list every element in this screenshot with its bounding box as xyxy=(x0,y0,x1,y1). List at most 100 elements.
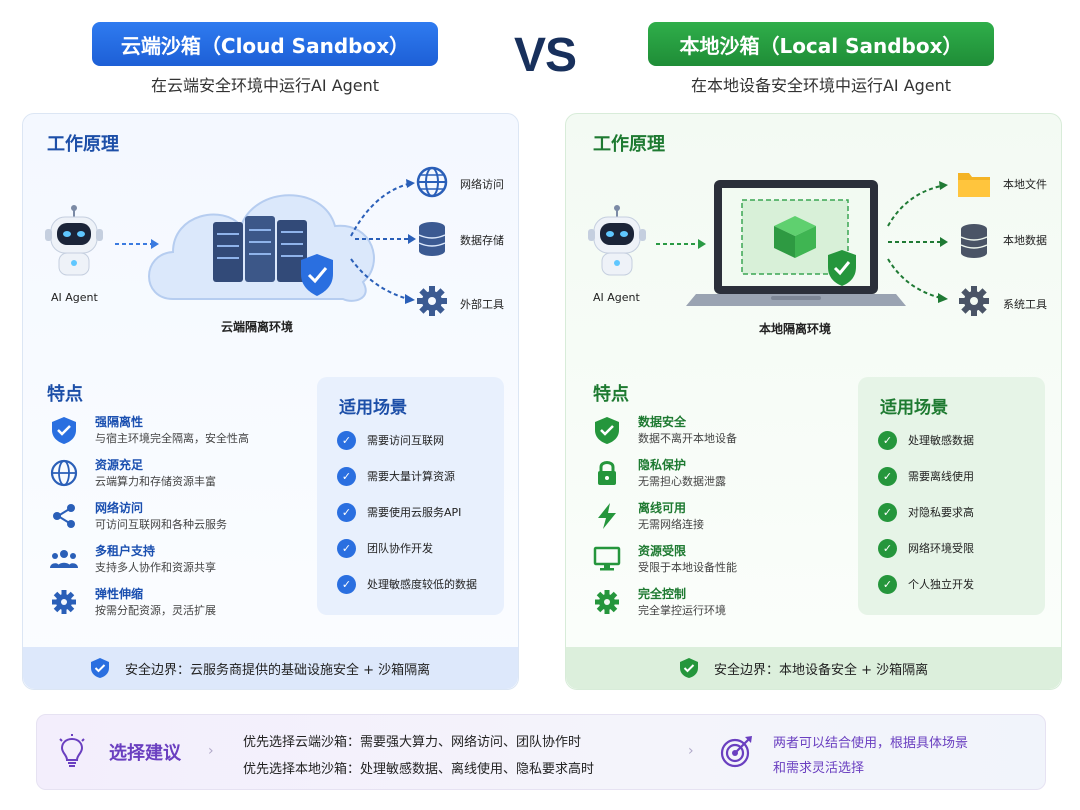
scenario-item: ✓需要大量计算资源 xyxy=(337,465,455,487)
chevron-right-icon: › xyxy=(688,743,694,759)
target-icon xyxy=(720,736,752,768)
shield-check-icon xyxy=(52,417,76,444)
local-sandbox-header: 本地沙箱（Local Sandbox） xyxy=(648,22,994,66)
scenario-item: ✓对隐私要求高 xyxy=(878,501,974,523)
feature-title: 网络访问 xyxy=(95,501,144,515)
local-sandbox-subtitle: 在本地设备安全环境中运行AI Agent xyxy=(690,76,952,95)
feature-title: 资源充足 xyxy=(95,458,144,472)
feature-desc: 可访问互联网和各种云服务 xyxy=(95,518,227,531)
check-icon: ✓ xyxy=(878,430,897,450)
cloud-diagram: AI Agent 云端隔离环境 网络访问 数据存储 外部工具 xyxy=(23,114,520,364)
feature-item: 资源受限 受限于本地设备性能 xyxy=(588,542,858,585)
system-gear-icon xyxy=(959,286,989,316)
feature-desc: 数据不离开本地设备 xyxy=(638,432,737,445)
local-target-tools: 系统工具 xyxy=(1003,298,1047,311)
lock-icon xyxy=(598,461,616,485)
cloud-target-tools: 外部工具 xyxy=(460,298,504,311)
shield-check-icon xyxy=(680,658,698,678)
shield-check-icon xyxy=(91,658,109,678)
cloud-features-title: 特点 xyxy=(47,384,83,405)
vs-label: VS xyxy=(513,29,577,82)
feature-title: 隐私保护 xyxy=(638,458,687,472)
chevron-right-icon: › xyxy=(208,743,214,759)
feature-item: 多租户支持 支持多人协作和资源共享 xyxy=(45,542,315,585)
feature-title: 多租户支持 xyxy=(95,544,156,558)
local-boundary-text: 安全边界：本地设备安全 + 沙箱隔离 xyxy=(714,662,929,678)
feature-item: 离线可用 无需网络连接 xyxy=(588,499,858,542)
suggestion-cloud: 优先选择云端沙箱：需要强大算力、网络访问、团队协作时 xyxy=(243,735,582,750)
shield-check-icon xyxy=(301,254,333,296)
scenario-item: ✓需要访问互联网 xyxy=(337,429,444,451)
feature-desc: 与宿主环境完全隔离，安全性高 xyxy=(95,432,249,445)
scenario-item: ✓处理敏感度较低的数据 xyxy=(337,573,477,595)
server-rack-icon xyxy=(213,216,307,282)
feature-desc: 受限于本地设备性能 xyxy=(638,561,737,574)
feature-item: 数据安全 数据不离开本地设备 xyxy=(588,413,858,456)
robot-icon xyxy=(45,205,103,276)
cloud-features-list: 强隔离性 与宿主环境完全隔离，安全性高 资源充足 云端算力和存储资源丰富 网络访… xyxy=(45,413,315,628)
suggestion-title: 选择建议 xyxy=(109,743,181,764)
database-icon xyxy=(960,224,988,258)
cloud-agent-label: AI Agent xyxy=(51,291,98,304)
database-icon xyxy=(418,222,446,256)
cloud-target-storage: 数据存储 xyxy=(460,234,504,247)
check-icon: ✓ xyxy=(878,574,897,594)
check-icon: ✓ xyxy=(337,538,356,558)
scenario-item: ✓网络环境受限 xyxy=(878,537,974,559)
feature-desc: 支持多人协作和资源共享 xyxy=(95,561,216,574)
feature-item: 完全控制 完全掌控运行环境 xyxy=(588,585,858,628)
cloud-scenarios-title: 适用场景 xyxy=(339,398,407,418)
check-icon: ✓ xyxy=(878,466,897,486)
feature-desc: 无需担心数据泄露 xyxy=(638,475,726,488)
shield-check-icon xyxy=(595,417,619,444)
feature-item: 资源充足 云端算力和存储资源丰富 xyxy=(45,456,315,499)
tools-gear-icon xyxy=(417,286,447,316)
local-security-boundary: 安全边界：本地设备安全 + 沙箱隔离 xyxy=(566,647,1061,689)
shield-check-icon xyxy=(828,250,856,286)
cloud-target-network: 网络访问 xyxy=(460,178,504,191)
check-icon: ✓ xyxy=(337,574,356,594)
folder-icon xyxy=(958,173,990,197)
feature-title: 数据安全 xyxy=(638,415,687,429)
feature-item: 隐私保护 无需担心数据泄露 xyxy=(588,456,858,499)
feature-title: 离线可用 xyxy=(638,501,687,515)
feature-desc: 完全掌控运行环境 xyxy=(638,604,726,617)
suggestion-bar: 选择建议 › 优先选择云端沙箱：需要强大算力、网络访问、团队协作时 优先选择本地… xyxy=(36,714,1046,790)
suggestion-combine-line2: 和需求灵活选择 xyxy=(773,761,865,776)
local-panel: 工作原理 xyxy=(565,113,1062,690)
feature-title: 弹性伸缩 xyxy=(95,587,144,601)
feature-desc: 按需分配资源，灵活扩展 xyxy=(95,604,216,617)
cloud-principle-title: 工作原理 xyxy=(47,134,119,155)
lightbulb-icon xyxy=(59,734,85,767)
check-icon: ✓ xyxy=(878,502,897,522)
feature-item: 强隔离性 与宿主环境完全隔离，安全性高 xyxy=(45,413,315,456)
robot-icon xyxy=(588,205,646,276)
scenario-item: ✓需要使用云服务API xyxy=(337,501,461,523)
local-agent-label: AI Agent xyxy=(593,291,640,304)
feature-title: 资源受限 xyxy=(638,544,687,558)
feature-desc: 云端算力和存储资源丰富 xyxy=(95,475,216,488)
users-icon xyxy=(50,550,78,568)
lightning-icon xyxy=(598,503,616,529)
check-icon: ✓ xyxy=(337,502,356,522)
globe-icon xyxy=(416,166,448,198)
cloud-security-boundary: 安全边界：云服务商提供的基础设施安全 + 沙箱隔离 xyxy=(23,647,518,689)
scenario-item: ✓团队协作开发 xyxy=(337,537,433,559)
cube-icon xyxy=(774,216,816,258)
feature-title: 强隔离性 xyxy=(95,415,144,429)
local-scenarios-box: 适用场景 ✓处理敏感数据 ✓需要离线使用 ✓对隐私要求高 ✓网络环境受限 ✓个人… xyxy=(858,377,1045,615)
local-env-label: 本地隔离环境 xyxy=(759,322,832,336)
suggestion-combine-line1: 两者可以结合使用，根据具体场景 xyxy=(773,736,969,751)
cloud-sandbox-header: 云端沙箱（Cloud Sandbox） xyxy=(92,22,438,66)
gear-icon xyxy=(595,590,619,614)
local-features-title: 特点 xyxy=(593,384,629,405)
cloud-boundary-text: 安全边界：云服务商提供的基础设施安全 + 沙箱隔离 xyxy=(125,662,431,678)
local-principle-title: 工作原理 xyxy=(593,134,665,155)
gear-icon xyxy=(52,590,76,614)
feature-desc: 无需网络连接 xyxy=(638,518,704,531)
cloud-scenarios-box: 适用场景 ✓需要访问互联网 ✓需要大量计算资源 ✓需要使用云服务API ✓团队协… xyxy=(317,377,504,615)
cloud-env-label: 云端隔离环境 xyxy=(221,320,294,334)
cloud-sandbox-subtitle: 在云端安全环境中运行AI Agent xyxy=(150,76,380,95)
globe-icon xyxy=(50,459,78,487)
